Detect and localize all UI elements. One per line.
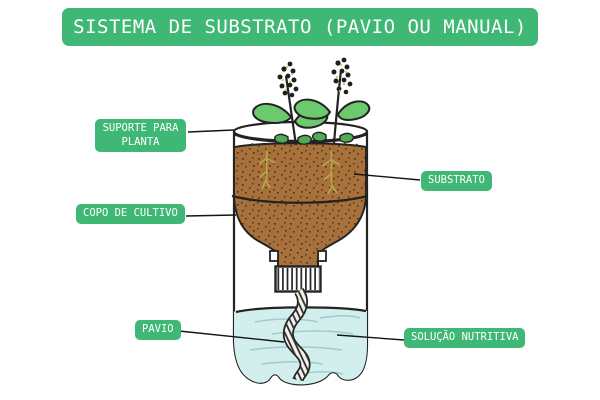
label-solucao-nutritiva: SOLUÇÃO NUTRITIVA (404, 328, 526, 348)
substrate-funnel (231, 142, 369, 269)
flower-buds (331, 57, 353, 95)
leader-pavio (178, 330, 285, 343)
leader-suporte (187, 129, 235, 133)
leader-lines (178, 129, 421, 343)
flower-dots (335, 63, 348, 93)
label-pavio: PAVIO (135, 320, 181, 340)
roots (258, 150, 341, 195)
wick (282, 287, 311, 382)
page-title: SISTEMA DE SUBSTRATO (PAVIO OU MANUAL) (62, 8, 538, 46)
soil-dots (251, 142, 358, 146)
leader-solucao (336, 334, 405, 341)
neck-tab-right (317, 250, 327, 262)
leader-substrato (353, 173, 421, 181)
label-suporte-para-planta: SUPORTE PARA PLANTA (95, 119, 186, 153)
plant-right (293, 57, 371, 144)
neck-tab-left (269, 250, 279, 262)
label-substrato: SUBSTRATO (421, 171, 492, 191)
label-line: SUPORTE PARA (102, 122, 179, 134)
flower-buds (277, 61, 299, 98)
label-line: PLANTA (121, 135, 160, 148)
leader-copo (185, 214, 237, 217)
flower-dots (281, 65, 294, 92)
label-copo-de-cultivo: COPO DE CULTIVO (76, 204, 185, 224)
cut-edge-line (231, 194, 369, 204)
bottle-cap (274, 265, 322, 293)
